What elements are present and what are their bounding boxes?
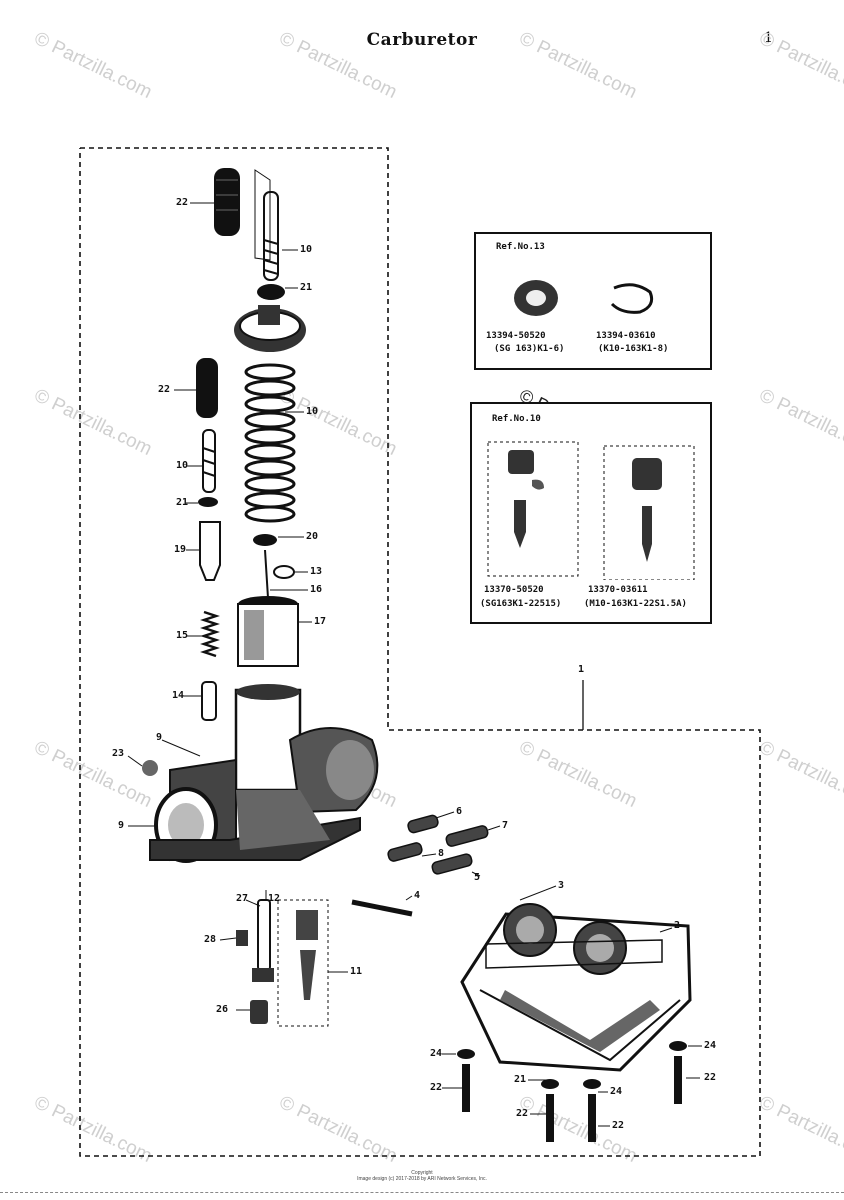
page-mark: 1: [764, 30, 773, 46]
carburetor-body-part: [149, 684, 379, 863]
callout: 9: [156, 732, 163, 743]
clip-illustration: [514, 280, 654, 316]
part-number: 13370-03611: [588, 585, 648, 595]
callout: 10: [300, 244, 313, 255]
callout: 21: [514, 1074, 527, 1085]
copyright: Copyright Image design (c) 2017-2018 by …: [0, 1170, 844, 1182]
copyright-detail: Image design (c) 2017-2018 by ARI Networ…: [357, 1176, 487, 1182]
adjuster-part: [202, 429, 216, 493]
callout: 7: [502, 820, 509, 831]
callout: 19: [174, 544, 187, 555]
callout: 24: [704, 1040, 717, 1051]
callout: 23: [112, 748, 125, 759]
inset-title: Ref.No.13: [496, 242, 545, 252]
needle-valve-group-boundary: [277, 899, 329, 1027]
callout: 3: [558, 880, 565, 891]
nut-part: [257, 284, 285, 300]
callout: 12: [268, 893, 281, 904]
bottom-rule: [0, 1192, 844, 1193]
callout: 11: [350, 966, 363, 977]
rubber-cap-part: [214, 168, 240, 236]
callout: 10: [306, 406, 319, 417]
inset-ref-13: [474, 232, 712, 370]
jet-part: [199, 521, 221, 581]
nut-part: [198, 497, 218, 507]
screws-group: [387, 814, 489, 875]
chamber-top-part: [234, 305, 306, 352]
callout: 21: [176, 497, 189, 508]
page-title: Carburetor: [366, 30, 478, 50]
callout: 22: [704, 1072, 717, 1083]
callout: 27: [236, 893, 249, 904]
leader-lines: [127, 202, 702, 1127]
model-range: (SG 163)K1-6): [494, 344, 565, 354]
callout: 4: [414, 890, 421, 901]
callout: 26: [216, 1004, 229, 1015]
callout: 2: [674, 920, 681, 931]
screw-part: [201, 681, 217, 721]
callout: 16: [310, 584, 323, 595]
callout: 15: [176, 630, 189, 641]
rod-part: [351, 899, 413, 917]
callout: 6: [456, 806, 463, 817]
callout: 22: [430, 1082, 443, 1093]
part-number: 13370-50520: [484, 585, 544, 595]
callout: 5: [474, 872, 481, 883]
plug-part: [142, 760, 158, 776]
callout: 24: [610, 1086, 623, 1097]
callout: 21: [300, 282, 313, 293]
callout: 10: [176, 460, 189, 471]
inset-title: Ref.No.10: [492, 414, 541, 424]
callout: 22: [516, 1108, 529, 1119]
callout: 28: [204, 934, 217, 945]
assembly-boundary: [79, 147, 761, 1157]
retainer-part: [253, 534, 277, 546]
inset-ref-10: [470, 402, 712, 624]
callout: 1: [578, 664, 585, 675]
part-number: 13394-03610: [596, 331, 656, 341]
rubber-cap-part: [196, 358, 218, 418]
clip-part: [273, 565, 295, 579]
throttle-valve-part: [237, 596, 299, 667]
callout: 20: [306, 531, 319, 542]
callout: 14: [172, 690, 185, 701]
callout: 22: [158, 384, 171, 395]
jets-group: [236, 899, 318, 1024]
part-number: 13394-50520: [486, 331, 546, 341]
needle-valve-illustration: [487, 441, 695, 580]
model-range: (M10-163K1-22S1.5A): [584, 599, 687, 609]
float-bowl-part: [460, 903, 692, 1072]
throttle-spring-part: [244, 363, 296, 523]
callout: 24: [430, 1048, 443, 1059]
callout: 13: [310, 566, 323, 577]
spring-part: [200, 610, 220, 658]
callout: 9: [118, 820, 125, 831]
model-range: (K10-163K1-8): [598, 344, 669, 354]
callout: 22: [176, 197, 189, 208]
callout: 17: [314, 616, 327, 627]
cable-adjuster-part: [254, 169, 279, 281]
copyright-label: Copyright: [411, 1170, 433, 1176]
model-range: (SG163K1-22515): [480, 599, 562, 609]
callout: 22: [612, 1120, 625, 1131]
needle-part: [264, 549, 269, 599]
callout: 8: [438, 848, 445, 859]
bottom-screws-group: [457, 1041, 687, 1142]
